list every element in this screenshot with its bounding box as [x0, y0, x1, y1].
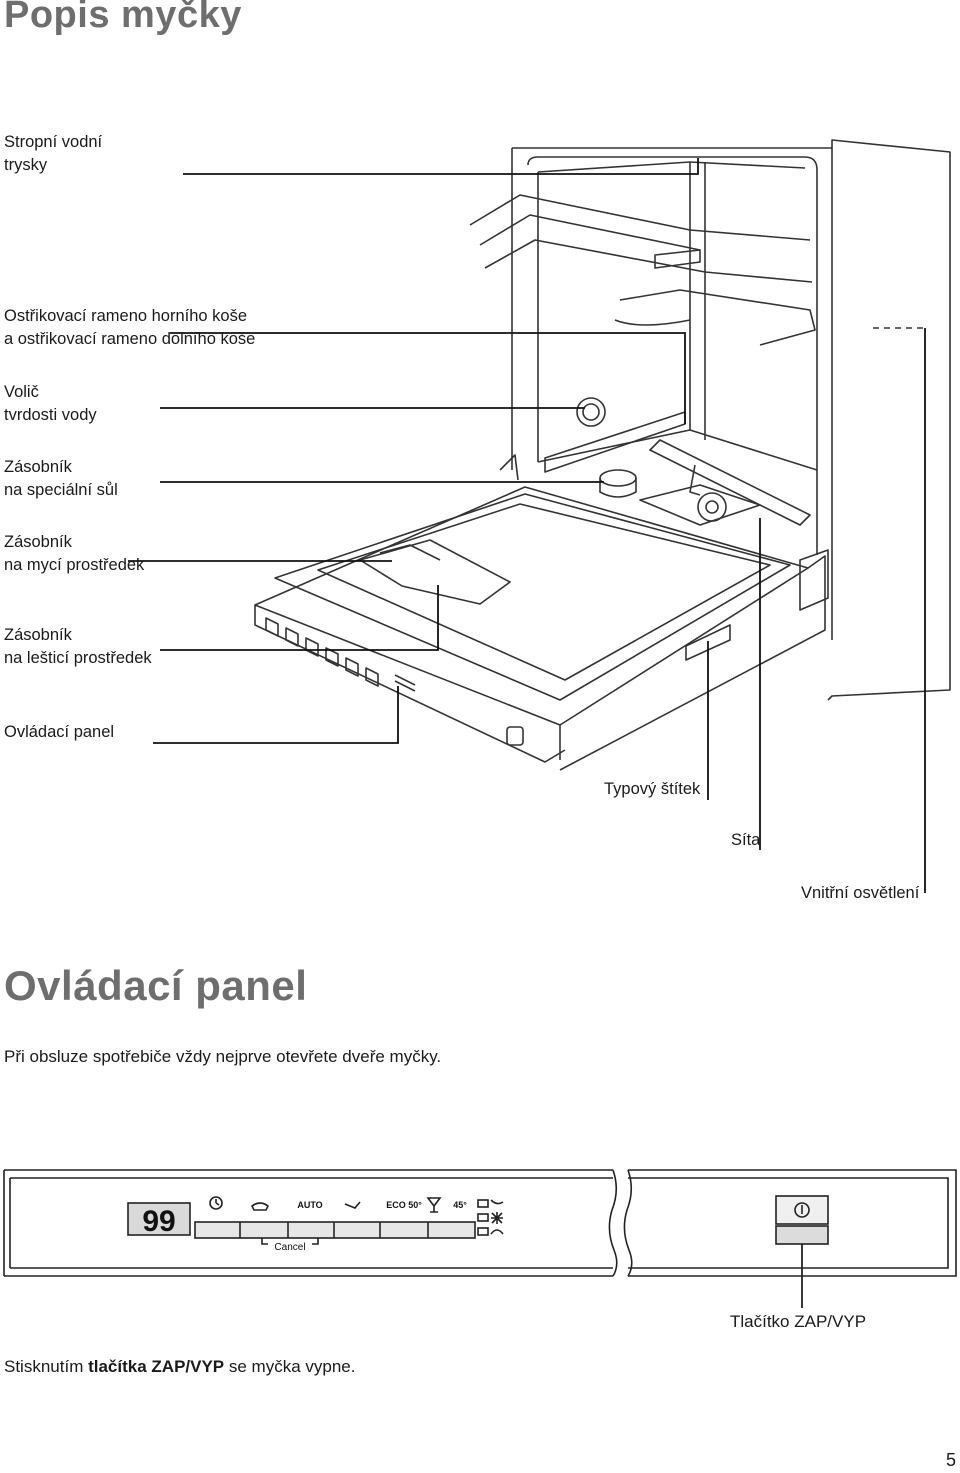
label-line: tvrdosti vody — [4, 406, 97, 424]
panel-eco-label: ECO 50° — [386, 1200, 422, 1210]
label-ceiling-jets: Stropní vodní trysky — [4, 131, 102, 177]
label-line: trysky — [4, 156, 48, 174]
label-line: Zásobník — [4, 626, 72, 644]
footer-pre: Stisknutím — [4, 1357, 89, 1376]
label-salt-container: Zásobník na speciální sůl — [4, 456, 118, 502]
footer-text: Stisknutím tlačítka ZAP/VYP se myčka vyp… — [4, 1357, 355, 1377]
label-filters: Síta — [731, 831, 761, 849]
label-line: Zásobník — [4, 533, 72, 551]
label-interior-light: Vnitřní osvětlení — [801, 884, 920, 902]
panel-45-label: 45° — [453, 1200, 467, 1210]
page-title: Popis myčky — [4, 0, 242, 36]
label-detergent-container: Zásobník na mycí prostředek — [4, 531, 144, 577]
panel-display-value: 99 — [142, 1205, 175, 1238]
page-number: 5 — [945, 1450, 956, 1470]
label-onoff-button: Tlačítko ZAP/VYP — [730, 1312, 867, 1331]
label-line: Stropní vodní — [4, 133, 103, 151]
footer-post: se myčka vypne. — [224, 1357, 356, 1376]
dishwasher-illustration — [128, 139, 951, 893]
label-rinse-container: Zásobník na lešticí prostředek — [4, 624, 152, 670]
label-rating-plate: Typový štítek — [604, 780, 701, 798]
label-control-panel: Ovládací panel — [4, 723, 115, 741]
section-title: Ovládací panel — [4, 962, 308, 1009]
footer-bold: tlačítka ZAP/VYP — [88, 1357, 225, 1376]
label-line: Volič — [4, 383, 39, 401]
panel-auto-label: AUTO — [297, 1200, 322, 1210]
label-line: Ostřikovací rameno horního koše — [4, 307, 248, 325]
label-line: na speciální sůl — [4, 481, 118, 499]
intro-text: Při obsluze spotřebiče vždy nejprve otev… — [4, 1047, 442, 1066]
label-line: Zásobník — [4, 458, 72, 476]
label-spray-arms: Ostřikovací rameno horního koše a ostřik… — [4, 305, 255, 351]
label-line: na mycí prostředek — [4, 556, 145, 574]
panel-cancel-label: Cancel — [274, 1242, 305, 1253]
label-water-hardness: Volič tvrdosti vody — [4, 381, 97, 427]
label-line: na lešticí prostředek — [4, 649, 152, 667]
label-line: a ostřikovací rameno dolního koše — [4, 330, 256, 348]
